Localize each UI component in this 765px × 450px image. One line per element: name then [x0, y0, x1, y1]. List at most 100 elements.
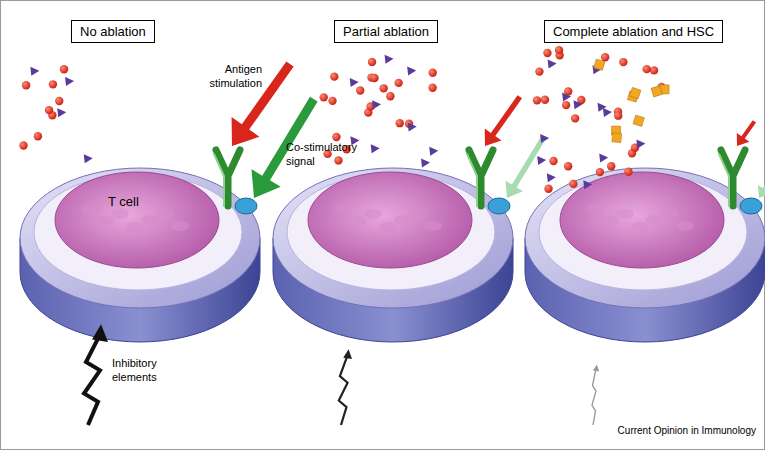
- inhibitory-signal: [339, 355, 348, 425]
- cytokine-dot: [396, 119, 404, 127]
- chromatin: [141, 215, 159, 225]
- chromatin: [126, 222, 144, 232]
- cytokine-dot: [370, 74, 378, 82]
- chromatin: [379, 222, 397, 232]
- cytokine-dot: [386, 92, 394, 100]
- co-stimulatory-molecule: [740, 198, 762, 214]
- panel-heading-box: Partial ablation: [334, 20, 438, 43]
- t-cell-figure: [525, 120, 765, 425]
- panel-heading-box: No ablation: [71, 20, 155, 43]
- chromatin: [81, 203, 99, 213]
- panel-heading-box: Complete ablation and HSC: [544, 20, 723, 43]
- cytokine-dot: [45, 106, 53, 114]
- cytokine-dot: [642, 65, 650, 73]
- co-stimulatory-arrow: [758, 167, 765, 198]
- cytokine-triangle: [636, 139, 645, 148]
- cytokine-triangle: [371, 144, 380, 153]
- receptor-highlight: [214, 154, 224, 206]
- cytokine-dot: [549, 157, 557, 165]
- arrow-label: Antigen stimulation: [190, 62, 262, 90]
- cytokine-square: [594, 59, 605, 70]
- chromatin: [676, 221, 694, 231]
- cytokine-dot: [543, 49, 551, 57]
- cytokine-dot: [544, 184, 552, 192]
- cytokine-dot: [19, 141, 27, 149]
- nucleus: [55, 172, 219, 268]
- cytokine-triangle: [599, 153, 608, 162]
- cytokine-dot: [535, 67, 543, 75]
- cytokine-triangle: [421, 159, 430, 168]
- cytokine-dot: [379, 84, 387, 92]
- cytokine-triangle: [603, 108, 612, 117]
- cytokine-dot: [330, 72, 338, 80]
- cytokine-dot: [22, 81, 30, 89]
- cytokine-dot: [619, 58, 627, 66]
- cytokine-square: [612, 133, 622, 143]
- panel-heading: Partial ablation: [343, 24, 429, 39]
- chromatin: [601, 216, 619, 226]
- cytokine-dot: [334, 156, 342, 164]
- cytokine-triangle: [385, 55, 394, 64]
- antigen-stimulation-arrow: [737, 120, 756, 146]
- cytokine-triangle: [57, 108, 66, 117]
- cytokine-dot: [555, 46, 563, 54]
- chromatin: [364, 209, 382, 219]
- co-stimulatory-molecule: [235, 198, 257, 214]
- inhibitory-arrowhead: [92, 324, 108, 342]
- nucleus: [560, 172, 724, 268]
- chromatin: [424, 221, 442, 231]
- cytokine-triangle: [540, 134, 549, 143]
- cytokine-triangle: [350, 78, 359, 87]
- cytokine-dot: [356, 86, 364, 94]
- cytokine-triangle: [84, 154, 93, 163]
- inhibitory-signal: [592, 369, 596, 425]
- inhibitory-signal: [84, 335, 100, 425]
- cytokine-dot: [368, 58, 376, 66]
- cytokine-triangle: [65, 77, 74, 86]
- panel-heading: Complete ablation and HSC: [553, 24, 714, 39]
- chromatin: [646, 215, 664, 225]
- cytokine-square: [629, 87, 640, 98]
- cytokine-dot: [564, 162, 572, 170]
- cytokine-dot: [562, 101, 570, 109]
- cytokine-dot: [541, 96, 549, 104]
- cytokine-triangle: [537, 156, 546, 165]
- nucleus: [308, 172, 472, 268]
- co-stimulatory-molecule: [488, 198, 510, 214]
- chromatin: [394, 215, 412, 225]
- cytokine-triangle: [583, 180, 592, 189]
- t-cell-receptor: [721, 150, 745, 206]
- cytokine-dot: [60, 65, 68, 73]
- chromatin: [661, 208, 679, 218]
- cytokine-dot: [650, 66, 658, 74]
- inhibitory-arrowhead: [343, 349, 352, 359]
- cytokine-dot: [624, 168, 632, 176]
- cytokine-dot: [320, 93, 328, 101]
- cytokine-triangle: [574, 100, 583, 109]
- cytokine-triangle: [30, 67, 39, 76]
- cytokine-dot: [332, 133, 340, 141]
- chromatin: [616, 209, 634, 219]
- cytokine-triangle: [372, 100, 381, 109]
- cytokine-triangle: [407, 67, 416, 76]
- cytokine-triangle: [429, 147, 438, 156]
- inhibitory-arrowhead: [593, 364, 599, 371]
- cytokine-triangle: [562, 93, 571, 102]
- cytokine-dot: [596, 168, 604, 176]
- receptor-highlight: [467, 154, 477, 206]
- chromatin: [156, 208, 174, 218]
- chromatin: [111, 209, 129, 219]
- chromatin: [409, 208, 427, 218]
- cytokine-dot: [601, 53, 609, 61]
- cytokine-square: [651, 86, 662, 97]
- cytokine-square: [633, 115, 644, 126]
- cytokine-dot: [533, 96, 541, 104]
- cytokine-dot: [428, 84, 436, 92]
- cytokine-dot: [328, 97, 336, 105]
- arrow-label: Co-stimulatory signal: [286, 140, 362, 168]
- co-stimulatory-arrow: [505, 137, 545, 198]
- cytokine-dot: [34, 132, 42, 140]
- t-cell-receptor: [469, 150, 493, 206]
- chromatin: [171, 221, 189, 231]
